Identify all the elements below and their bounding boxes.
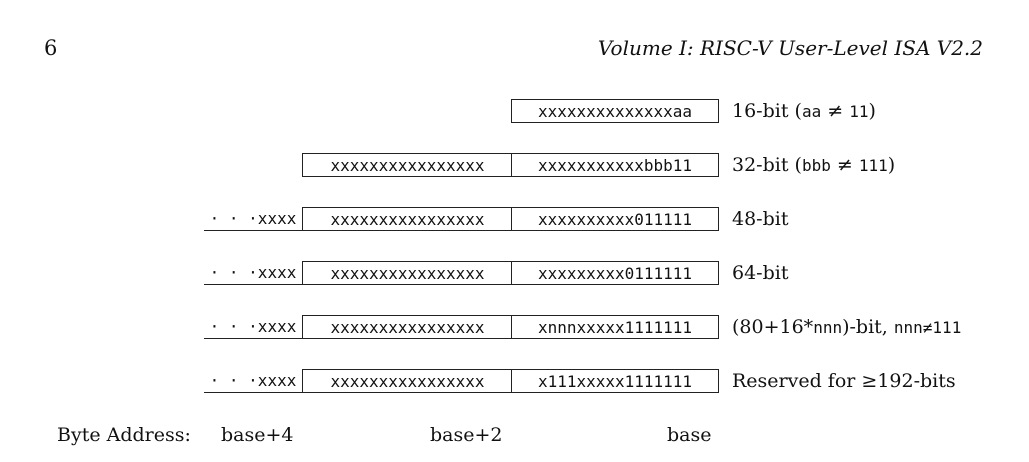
- label-text: 32-bit (: [732, 154, 802, 176]
- field-base-plus-4-halfword: · · ·xxxx: [204, 261, 303, 285]
- format-label: Reserved for ≥192-bits: [732, 369, 956, 393]
- label-text: ): [887, 154, 896, 176]
- field-base-halfword: xxxxxxxxxxxxxxaa: [511, 99, 719, 123]
- format-label: 16-bit (aa ≠ 11): [732, 99, 876, 123]
- address-base-plus-4: base+4: [221, 424, 294, 446]
- field-base-halfword: x111xxxxx1111111: [511, 369, 719, 393]
- label-code: aa: [801, 102, 822, 121]
- field-base-halfword: xxxxxxxxxxxbbb11: [511, 153, 719, 177]
- format-label: 48-bit: [732, 207, 788, 231]
- label-text: Reserved for ≥192-bits: [732, 370, 956, 392]
- label-code: 11: [849, 102, 869, 121]
- format-label: (80+16*nnn)-bit, nnn≠111: [732, 315, 961, 339]
- label-text: ): [868, 100, 876, 122]
- address-base-plus-2: base+2: [430, 424, 503, 446]
- label-text: 16-bit (: [732, 100, 802, 122]
- running-header: Volume I: RISC-V User-Level ISA V2.2: [597, 36, 983, 60]
- label-code: 111: [858, 156, 888, 175]
- field-base-plus-4-halfword: · · ·xxxx: [204, 315, 303, 339]
- field-base-halfword: xxxxxxxxxx011111: [511, 207, 719, 231]
- field-base-plus-4-halfword: · · ·xxxx: [204, 369, 303, 393]
- label-text: ≠: [830, 154, 859, 176]
- label-text: 48-bit: [732, 208, 789, 230]
- field-base-plus-2-halfword: xxxxxxxxxxxxxxxx: [302, 261, 512, 285]
- label-text: (80+16*: [732, 316, 814, 338]
- label-code: nnn≠111: [893, 318, 962, 337]
- label-text: 64-bit: [732, 262, 789, 284]
- label-text: )-bit,: [842, 316, 894, 338]
- field-base-plus-2-halfword: xxxxxxxxxxxxxxxx: [302, 369, 512, 393]
- byte-address-caption: Byte Address:: [57, 424, 191, 446]
- page-number: 6: [44, 36, 58, 60]
- label-code: bbb: [801, 156, 831, 175]
- field-base-halfword: xxxxxxxxx0111111: [511, 261, 719, 285]
- format-label: 32-bit (bbb ≠ 111): [732, 153, 895, 177]
- format-label: 64-bit: [732, 261, 788, 285]
- field-base-plus-2-halfword: xxxxxxxxxxxxxxxx: [302, 315, 512, 339]
- field-base-plus-2-halfword: xxxxxxxxxxxxxxxx: [302, 153, 512, 177]
- label-code: nnn: [813, 318, 843, 337]
- field-base-plus-4-halfword: · · ·xxxx: [204, 207, 303, 231]
- field-base-plus-2-halfword: xxxxxxxxxxxxxxxx: [302, 207, 512, 231]
- address-base: base: [667, 424, 712, 446]
- label-text: ≠: [821, 100, 850, 122]
- field-base-halfword: xnnnxxxxx1111111: [511, 315, 719, 339]
